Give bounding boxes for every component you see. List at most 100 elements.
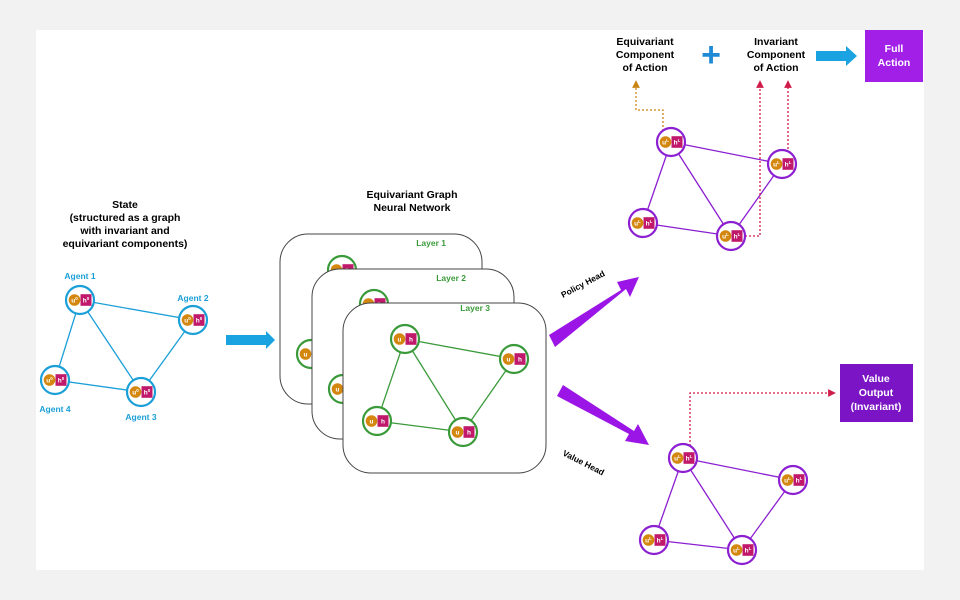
h-superscript: L [800, 476, 803, 481]
u-feature-icon [393, 333, 406, 345]
u-superscript: L [788, 476, 791, 481]
u-symbol: u0 [184, 316, 191, 325]
u-superscript: L [666, 138, 669, 143]
h-symbol: h0 [58, 376, 65, 385]
value-output-line-1: Value [862, 373, 890, 385]
agent-label-4: Agent 4 [39, 404, 70, 414]
value-output-line-3: (Invariant) [851, 401, 902, 413]
h-symbol: hL [686, 454, 693, 463]
state-node: u0 h0 [39, 364, 71, 396]
u-superscript: 0 [75, 296, 78, 301]
policy-node: uL hL [655, 126, 687, 158]
u-feature-icon [719, 230, 732, 242]
h-symbol: h [409, 337, 413, 344]
h-feature-icon [193, 314, 205, 326]
h-feature-icon [742, 544, 754, 556]
u-superscript: L [638, 219, 641, 224]
u-feature-icon [730, 544, 743, 556]
u-superscript: L [726, 232, 729, 237]
state-title-line-1: State [112, 199, 138, 211]
h-feature-icon [514, 353, 526, 365]
state-section: State (structured as a graph with invari… [39, 199, 208, 422]
h-symbol: h [467, 430, 471, 437]
equivariant-label-line-3: of Action [622, 62, 667, 74]
u-feature-icon [659, 136, 672, 148]
state-to-gnn-arrow [226, 331, 275, 349]
value-edge [682, 457, 794, 481]
u-symbol: u [304, 352, 308, 359]
u-symbol: uL [645, 536, 652, 545]
value-head-arrow [557, 385, 649, 445]
u-symbol: u [456, 430, 460, 437]
u-feature-icon [129, 386, 142, 398]
value-node: uL hL [638, 524, 670, 556]
u-superscript: 0 [136, 388, 139, 393]
u-feature-icon [299, 348, 312, 360]
gnn-section: Equivariant Graph Neural Network Layer 1… [279, 189, 547, 474]
h-feature-icon [377, 415, 389, 427]
h-symbol: hL [674, 138, 681, 147]
h-feature-icon [405, 333, 417, 345]
h-superscript: L [678, 138, 681, 143]
u-symbol: u0 [46, 376, 53, 385]
full-action-box [865, 30, 923, 82]
u-symbol: uL [674, 454, 681, 463]
h-superscript: 0 [148, 388, 151, 393]
gnn-edge [404, 338, 464, 433]
plus-sign: + [701, 36, 721, 74]
value-output-box [840, 364, 913, 422]
h-symbol: hL [646, 219, 653, 228]
gnn-layer-3-box [342, 302, 547, 474]
u-superscript: L [678, 454, 681, 459]
h-superscript: L [738, 232, 741, 237]
equivariant-label-line-2: Component [616, 49, 675, 61]
u-feature-icon [671, 452, 684, 464]
h-feature-icon [683, 452, 695, 464]
equivariant-connector [632, 80, 664, 135]
h-symbol: hL [734, 232, 741, 241]
value-node: uL hL [667, 442, 699, 474]
u-feature-icon [781, 474, 794, 486]
u-superscript: L [737, 546, 740, 551]
h-superscript: 0 [62, 376, 65, 381]
h-feature-icon [793, 474, 805, 486]
value-output-line-2: Output [859, 387, 894, 399]
equivariant-label-line-1: Equivariant [616, 36, 674, 48]
u-symbol: uL [662, 138, 669, 147]
u-symbol: uL [733, 546, 740, 555]
policy-edge [670, 141, 732, 237]
h-symbol: hL [796, 476, 803, 485]
h-symbol: h0 [83, 296, 90, 305]
h-feature-icon [782, 158, 794, 170]
h-feature-icon [654, 534, 666, 546]
gnn-layer-3-label: Layer 3 [460, 303, 490, 313]
h-symbol: h [381, 419, 385, 426]
h-symbol: h [518, 357, 522, 364]
h-feature-icon [55, 374, 67, 386]
u-symbol: u [370, 419, 374, 426]
full-action-line-2: Action [878, 57, 911, 69]
h-symbol: hL [657, 536, 664, 545]
h-superscript: L [749, 546, 752, 551]
u-feature-icon [365, 415, 378, 427]
gnn-layer-2-label: Layer 2 [436, 273, 466, 283]
u-feature-icon [43, 374, 56, 386]
u-symbol: u [336, 387, 340, 394]
gnn-layer-1-label: Layer 1 [416, 238, 446, 248]
u-superscript: 0 [188, 316, 191, 321]
h-feature-icon [463, 426, 475, 438]
state-title-line-2: (structured as a graph [70, 212, 181, 224]
h-feature-icon [643, 217, 655, 229]
